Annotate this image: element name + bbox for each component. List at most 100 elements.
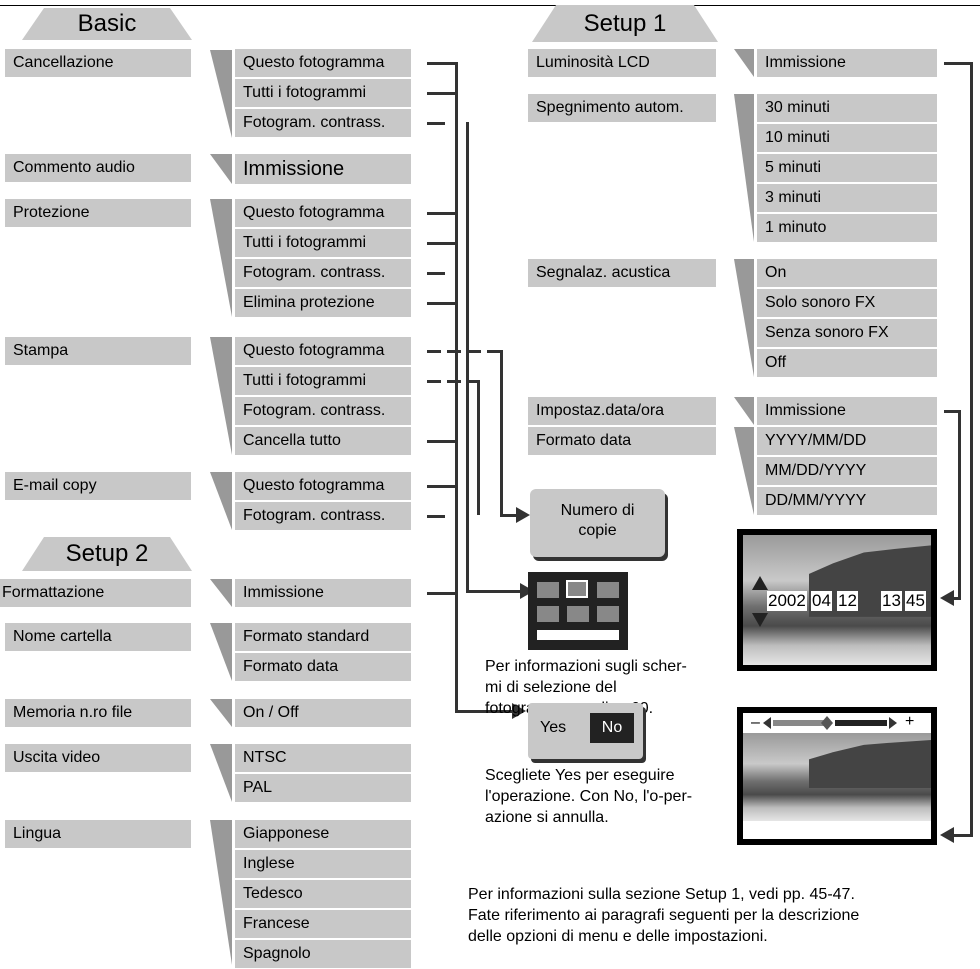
option-cancellazione-tutti[interactable]: Tutti i fotogrammi: [235, 79, 411, 107]
option-protezione-questo[interactable]: Questo fotogramma: [235, 199, 411, 227]
menu-item-stampa[interactable]: Stampa: [5, 337, 191, 365]
tab-setup2-label: Setup 2: [65, 540, 149, 567]
option-stampa-contrass[interactable]: Fotogram. contrass.: [235, 397, 411, 425]
down-arrow-icon: [752, 613, 768, 627]
time-hour[interactable]: 13: [881, 591, 902, 611]
option-protezione-contrass[interactable]: Fotogram. contrass.: [235, 259, 411, 287]
confirm-note-line2: l'operazione. Con No, l'o-per-: [485, 788, 693, 805]
option-segnalaz-on[interactable]: On: [757, 259, 937, 287]
footer-note-line2: Fate riferimento ai paragrafi seguenti p…: [468, 907, 860, 924]
date-year[interactable]: 2002: [767, 591, 807, 611]
option-stampa-questo[interactable]: Questo fotogramma: [235, 337, 411, 365]
option-segnalaz-solo[interactable]: Solo sonoro FX: [757, 289, 937, 317]
wedge-luminosita: [734, 49, 754, 77]
confirm-note: Scegliete Yes per eseguire l'operazione.…: [485, 765, 692, 828]
wedge-impostaz-data: [734, 397, 754, 425]
option-impostaz-immissione[interactable]: Immissione: [757, 397, 937, 425]
option-spegnimento-1[interactable]: 1 minuto: [757, 214, 937, 242]
option-cartella-data[interactable]: Formato data: [235, 653, 411, 681]
confirm-note-line1: Scegliete Yes per eseguire: [485, 767, 675, 784]
option-segnalaz-senza[interactable]: Senza sonoro FX: [757, 319, 937, 347]
date-entry-screen: 2002 04 12 13 45: [737, 529, 937, 671]
option-protezione-tutti[interactable]: Tutti i fotogrammi: [235, 229, 411, 257]
date-day[interactable]: 12: [837, 591, 858, 611]
option-video-pal[interactable]: PAL: [235, 774, 411, 802]
brightness-slider[interactable]: [763, 716, 903, 730]
option-commento-immissione[interactable]: Immissione: [235, 154, 411, 184]
tab-setup2-shape: [22, 537, 192, 571]
wedge-nome-cartella: [210, 623, 232, 681]
option-luminosita-immissione[interactable]: Immissione: [757, 49, 937, 77]
option-formato-ymd[interactable]: YYYY/MM/DD: [757, 427, 937, 455]
copies-line1: Numero di: [560, 502, 635, 519]
menu-item-lingua[interactable]: Lingua: [5, 820, 191, 848]
menu-item-segnalaz-acustica[interactable]: Segnalaz. acustica: [528, 259, 716, 287]
option-cancellazione-questo[interactable]: Questo fotogramma: [235, 49, 411, 77]
frame-thumb: [597, 606, 619, 622]
wedge-cancellazione: [210, 50, 232, 138]
brightness-screen: – +: [737, 707, 937, 845]
menu-item-spegnimento[interactable]: Spegnimento autom.: [528, 94, 716, 122]
option-cancellazione-contrass[interactable]: Fotogram. contrass.: [235, 109, 411, 137]
option-formato-dmy[interactable]: DD/MM/YYYY: [757, 487, 937, 515]
date-month[interactable]: 04: [811, 591, 832, 611]
wedge-commento-audio: [210, 154, 232, 184]
option-protezione-elimina[interactable]: Elimina protezione: [235, 289, 411, 317]
option-spegnimento-30[interactable]: 30 minuti: [757, 94, 937, 122]
tab-basic[interactable]: Basic: [22, 8, 192, 40]
menu-item-uscita-video[interactable]: Uscita video: [5, 744, 191, 772]
wedge-protezione: [210, 199, 232, 317]
time-minute[interactable]: 45: [905, 591, 926, 611]
menu-item-luminosita-lcd[interactable]: Luminosità LCD: [528, 49, 716, 77]
option-lingua-tedesco[interactable]: Tedesco: [235, 880, 411, 908]
tab-setup2[interactable]: Setup 2: [22, 537, 192, 571]
frame-selector-screen: [528, 572, 628, 650]
brightness-photo: [743, 733, 931, 821]
menu-item-memoria-file[interactable]: Memoria n.ro file: [5, 699, 191, 727]
option-lingua-inglese[interactable]: Inglese: [235, 850, 411, 878]
footer-note: Per informazioni sulla sezione Setup 1, …: [468, 884, 859, 947]
option-formato-mdy[interactable]: MM/DD/YYYY: [757, 457, 937, 485]
wedge-email-copy: [210, 472, 232, 530]
menu-item-cancellazione[interactable]: Cancellazione: [5, 49, 191, 77]
yes-button[interactable]: Yes: [540, 719, 567, 736]
frame-selector-bar: [537, 630, 619, 640]
option-email-contrass[interactable]: Fotogram. contrass.: [235, 502, 411, 530]
wedge-formato-data: [734, 427, 754, 515]
wedge-lingua: [210, 820, 232, 965]
option-spegnimento-10[interactable]: 10 minuti: [757, 124, 937, 152]
option-stampa-cancella[interactable]: Cancella tutto: [235, 427, 411, 455]
brightness-minus-label[interactable]: –: [751, 714, 760, 731]
option-video-ntsc[interactable]: NTSC: [235, 744, 411, 772]
menu-item-nome-cartella[interactable]: Nome cartella: [5, 623, 191, 651]
wedge-memoria-file: [210, 699, 232, 727]
frame-note-line1: Per informazioni sugli scher-: [485, 658, 687, 675]
option-stampa-tutti[interactable]: Tutti i fotogrammi: [235, 367, 411, 395]
menu-item-protezione[interactable]: Protezione: [5, 199, 191, 227]
menu-item-formato-data[interactable]: Formato data: [528, 427, 716, 455]
option-formattazione-immissione[interactable]: Immissione: [235, 579, 411, 607]
footer-note-line3: delle opzioni di menu e delle impostazio…: [468, 928, 768, 945]
menu-item-commento-audio[interactable]: Commento audio: [5, 154, 191, 182]
no-button[interactable]: No: [590, 713, 634, 743]
option-lingua-francese[interactable]: Francese: [235, 910, 411, 938]
menu-item-impostaz-data[interactable]: Impostaz.data/ora: [528, 397, 716, 425]
option-cartella-standard[interactable]: Formato standard: [235, 623, 411, 651]
footer-note-line1: Per informazioni sulla sezione Setup 1, …: [468, 886, 855, 903]
copies-box[interactable]: Numero di copie: [530, 489, 665, 557]
option-spegnimento-3[interactable]: 3 minuti: [757, 184, 937, 212]
option-spegnimento-5[interactable]: 5 minuti: [757, 154, 937, 182]
confirm-dialog: Yes No: [528, 703, 643, 759]
option-email-questo[interactable]: Questo fotogramma: [235, 472, 411, 500]
brightness-plus-label[interactable]: +: [905, 713, 915, 730]
option-segnalaz-off[interactable]: Off: [757, 349, 937, 377]
menu-item-email-copy[interactable]: E-mail copy: [5, 472, 191, 500]
option-memoria-onoff[interactable]: On / Off: [235, 699, 411, 727]
menu-item-formattazione[interactable]: Formattazione: [0, 579, 191, 607]
tab-setup1[interactable]: Setup 1: [532, 5, 718, 42]
wedge-uscita-video: [210, 744, 232, 802]
wedge-segnalaz: [734, 259, 754, 377]
frame-thumb: [597, 582, 619, 598]
option-lingua-giapponese[interactable]: Giapponese: [235, 820, 411, 848]
option-lingua-spagnolo[interactable]: Spagnolo: [235, 940, 411, 968]
